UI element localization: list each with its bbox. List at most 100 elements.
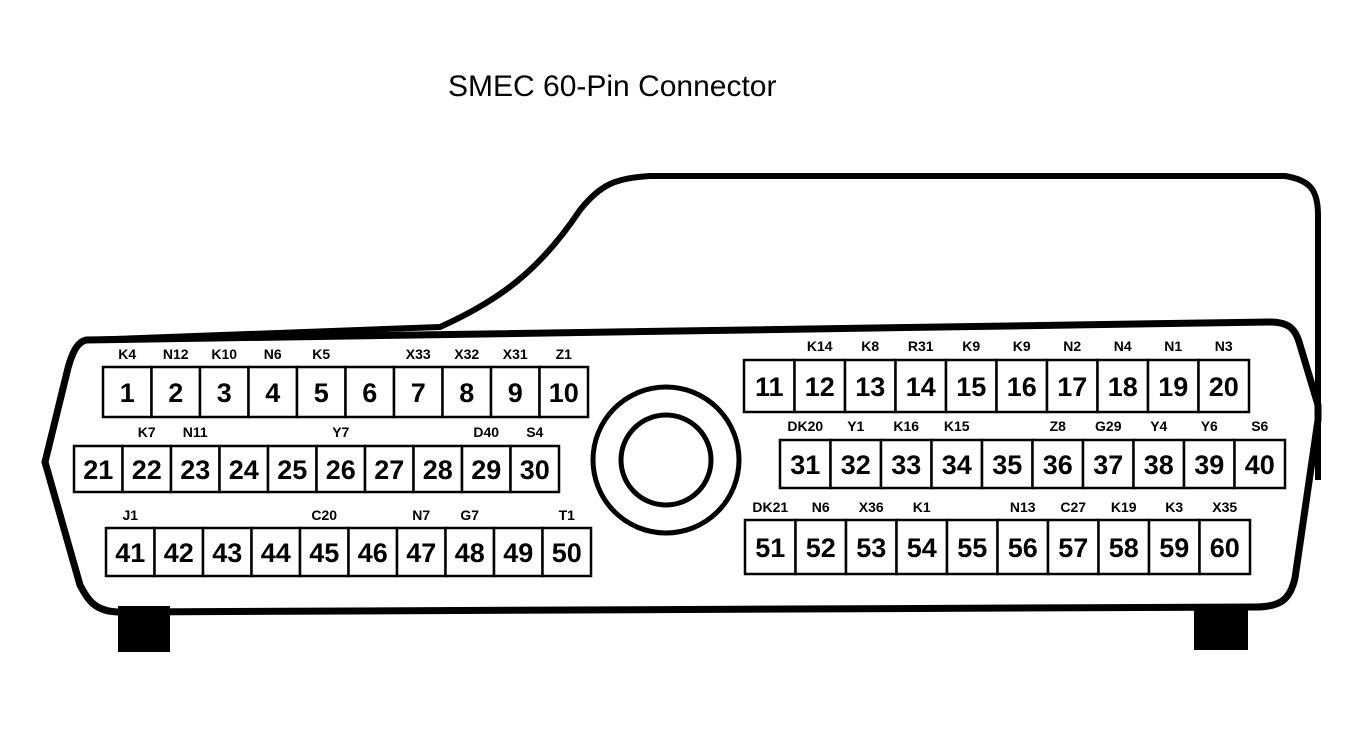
pin-51-number: 51 (755, 533, 785, 563)
pin-58-number: 58 (1109, 533, 1139, 563)
pin-31-number: 31 (790, 450, 820, 480)
pin-35-cell (980, 438, 1034, 490)
pin-40-number: 40 (1245, 450, 1275, 480)
pin-58-circuit-code: K19 (1111, 499, 1137, 515)
pin-39-circuit-code: Y6 (1201, 418, 1218, 434)
pin-43-cell (201, 526, 253, 578)
pin-47-circuit-code: N7 (412, 507, 430, 523)
pin-14-cell (894, 358, 948, 414)
pin-11-number: 11 (755, 372, 784, 402)
pin-21-cell (72, 444, 124, 494)
pin-34-circuit-code: K15 (944, 418, 970, 434)
pin-13-circuit-code: K8 (861, 338, 879, 354)
connector-housing (85, 173, 1321, 480)
keying-boss-outer (590, 384, 742, 536)
pin-47-number: 47 (406, 538, 436, 568)
pin-23-cell (169, 444, 221, 494)
pin-17-circuit-code: N2 (1063, 338, 1081, 354)
pin-1-number: 1 (120, 378, 135, 408)
pin-9-circuit-code: X31 (503, 346, 528, 362)
pin-56-circuit-code: N13 (1010, 499, 1036, 515)
pin-4-circuit-code: N6 (264, 346, 282, 362)
pin-4-number: 4 (265, 378, 280, 408)
pin-50-cell (541, 526, 593, 578)
pin-5-circuit-code: K5 (312, 346, 330, 362)
pin-19-number: 19 (1158, 372, 1188, 402)
pin-51-cell (743, 518, 797, 576)
pin-30-number: 30 (520, 455, 550, 485)
pin-43-number: 43 (212, 538, 242, 568)
pin-34-number: 34 (942, 450, 972, 480)
pin-57-number: 57 (1058, 533, 1088, 563)
pin-53-number: 53 (856, 533, 886, 563)
pin-28-cell (412, 444, 464, 494)
pin-49-number: 49 (503, 538, 533, 568)
pin-13-cell (843, 358, 897, 414)
pin-23-circuit-code: N11 (183, 424, 208, 440)
pin-27-number: 27 (374, 455, 404, 485)
pin-50-circuit-code: T1 (559, 507, 576, 523)
pin-3-number: 3 (217, 378, 232, 408)
pin-16-cell (995, 358, 1049, 414)
pin-21-number: 21 (83, 455, 113, 485)
pin-59-circuit-code: K3 (1165, 499, 1183, 515)
pin-18-circuit-code: N4 (1114, 338, 1132, 354)
pin-52-cell (794, 518, 848, 576)
pin-42-number: 42 (164, 538, 194, 568)
pin-46-cell (347, 526, 399, 578)
pin-8-circuit-code: X32 (454, 346, 479, 362)
pin-42-cell (153, 526, 205, 578)
pin-10-number: 10 (549, 378, 579, 408)
pin-29-circuit-code: D40 (473, 424, 499, 440)
pin-59-cell (1147, 518, 1201, 576)
pin-36-circuit-code: Z8 (1050, 418, 1067, 434)
pin-12-cell (793, 358, 847, 414)
pin-32-circuit-code: Y1 (847, 418, 864, 434)
pin-45-cell (298, 526, 350, 578)
pin-22-circuit-code: K7 (138, 424, 156, 440)
pin-6-number: 6 (362, 378, 377, 408)
pin-2-circuit-code: N12 (163, 346, 189, 362)
pin-10-cell (538, 365, 590, 419)
pin-35-number: 35 (992, 450, 1022, 480)
pin-16-number: 16 (1007, 372, 1037, 402)
pin-54-circuit-code: K1 (913, 499, 931, 515)
pin-48-circuit-code: G7 (460, 507, 479, 523)
pin-15-number: 15 (956, 372, 986, 402)
pin-7-circuit-code: X33 (406, 346, 431, 362)
pin-53-cell (844, 518, 898, 576)
pin-6-cell (344, 365, 396, 419)
diagram-title: SMEC 60-Pin Connector (448, 70, 777, 103)
pin-52-circuit-code: N6 (812, 499, 830, 515)
pin-22-number: 22 (132, 455, 162, 485)
pin-38-number: 38 (1144, 450, 1174, 480)
pin-16-circuit-code: K9 (1013, 338, 1031, 354)
pin-2-cell (150, 365, 202, 419)
pin-38-cell (1132, 438, 1186, 490)
pin-37-circuit-code: G29 (1095, 418, 1122, 434)
pin-26-number: 26 (326, 455, 356, 485)
pin-4-cell (247, 365, 299, 419)
pin-26-circuit-code: Y7 (332, 424, 349, 440)
pin-45-number: 45 (309, 538, 339, 568)
pin-48-number: 48 (455, 538, 485, 568)
pin-7-number: 7 (411, 378, 426, 408)
keying-boss-inner (618, 412, 714, 508)
pin-20-number: 20 (1209, 372, 1239, 402)
pin-33-circuit-code: K16 (893, 418, 919, 434)
pin-54-number: 54 (907, 533, 937, 563)
pin-10-circuit-code: Z1 (556, 346, 573, 362)
pin-3-circuit-code: K10 (211, 346, 237, 362)
pin-30-circuit-code: S4 (526, 424, 543, 440)
pin-2-number: 2 (168, 378, 183, 408)
pin-13-number: 13 (855, 372, 885, 402)
pin-9-number: 9 (508, 378, 523, 408)
pin-24-number: 24 (229, 455, 259, 485)
pin-53-circuit-code: X36 (859, 499, 884, 515)
pin-60-circuit-code: X35 (1212, 499, 1237, 515)
pin-46-number: 46 (358, 538, 388, 568)
pin-36-cell (1031, 438, 1085, 490)
pin-5-cell (295, 365, 347, 419)
pin-23-number: 23 (180, 455, 210, 485)
pin-14-circuit-code: R31 (908, 338, 934, 354)
